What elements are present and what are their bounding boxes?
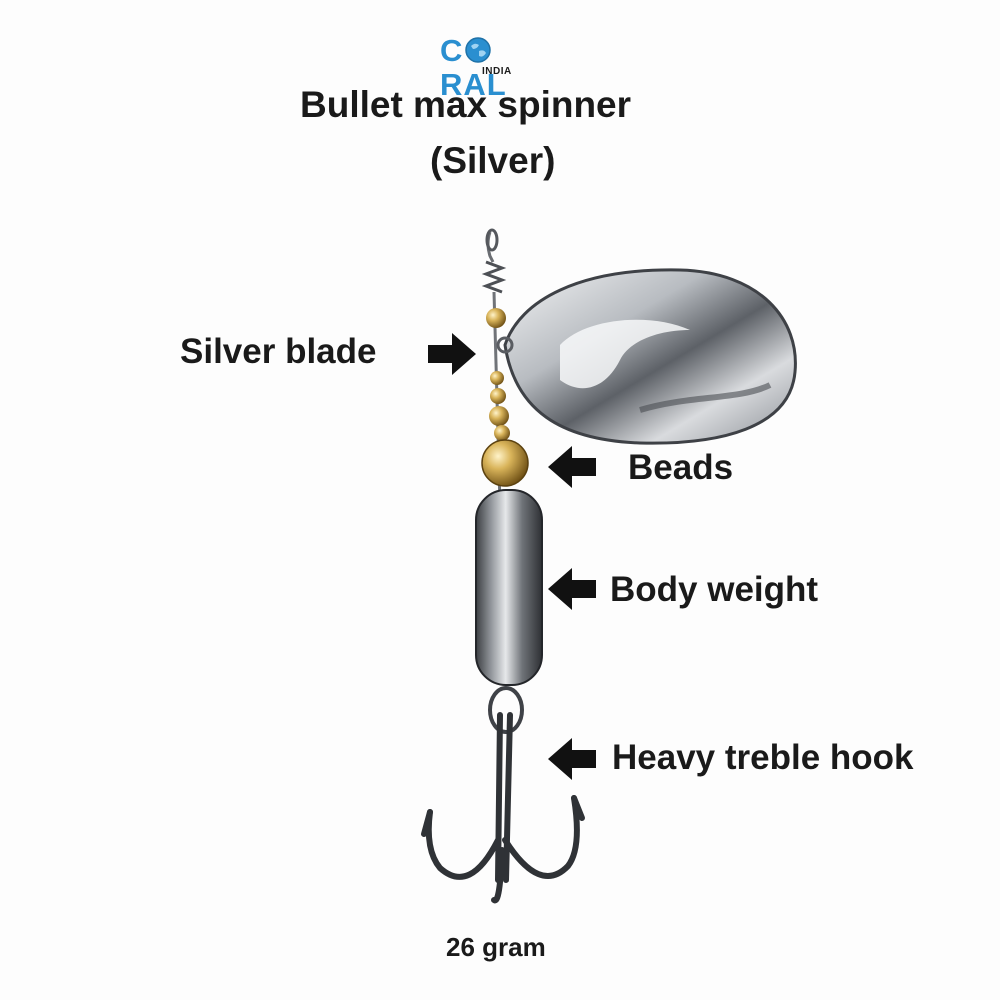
arrow-left-icon xyxy=(548,446,596,488)
brand-wordmark: C RAL xyxy=(440,34,552,102)
brand-logo: C RAL INDIA xyxy=(440,34,552,102)
body-weight xyxy=(475,489,543,686)
line-tie-eye xyxy=(485,228,499,263)
callout-treble-hook: Heavy treble hook xyxy=(612,738,914,777)
arrow-right-icon xyxy=(428,333,476,375)
product-weight: 26 gram xyxy=(446,932,546,962)
treble-hook xyxy=(421,712,585,904)
product-subtitle: (Silver) xyxy=(430,140,556,181)
arrow-left-icon xyxy=(548,568,596,610)
split-ring xyxy=(488,686,524,734)
large-bead xyxy=(481,439,529,487)
callout-body-weight: Body weight xyxy=(610,570,819,609)
silver-blade xyxy=(496,268,797,445)
small-beads xyxy=(486,308,510,441)
brand-name-first: C xyxy=(440,33,464,68)
brand-subtext: INDIA xyxy=(482,66,512,77)
globe-o-icon xyxy=(465,37,492,63)
callout-beads: Beads xyxy=(628,448,734,487)
arrow-left-icon xyxy=(548,738,596,780)
product-title: Bullet max spinner xyxy=(300,84,632,125)
brand-name-rest: RAL xyxy=(440,67,507,102)
callout-silver-blade: Silver blade xyxy=(180,332,377,371)
